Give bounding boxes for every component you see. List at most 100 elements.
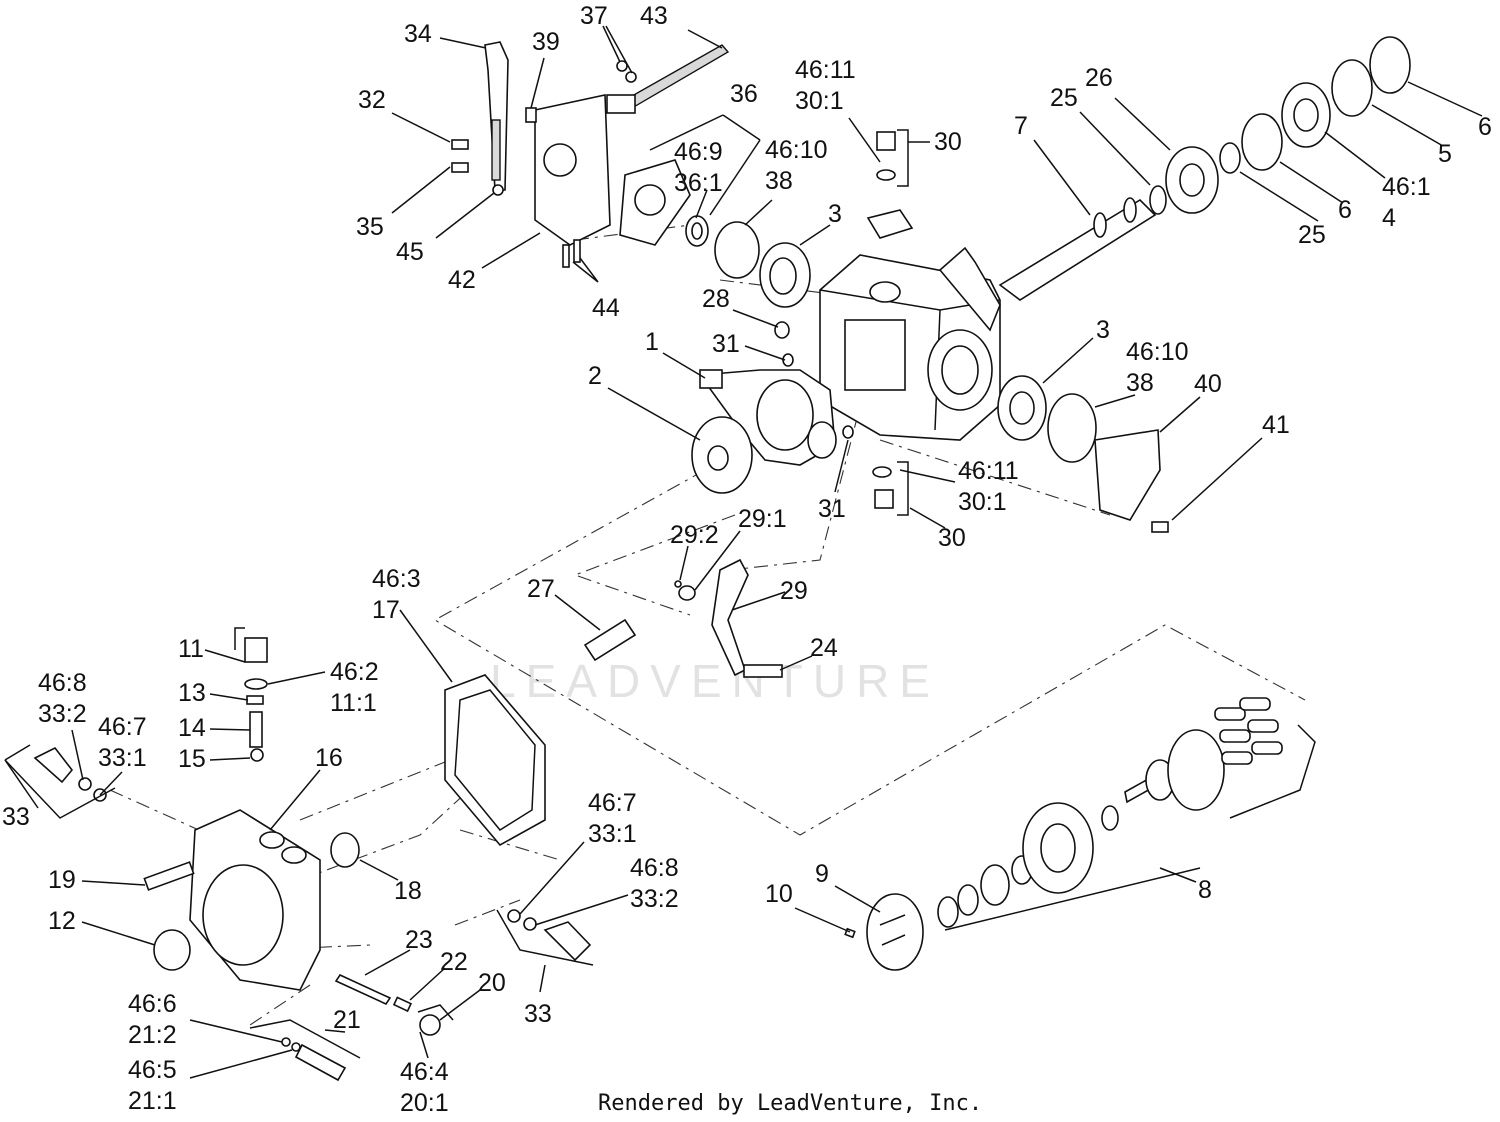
bolt-35 <box>451 162 469 173</box>
callout-line: 5 <box>1438 140 1452 168</box>
seal-46-9 <box>685 215 709 247</box>
callout-line: 37 <box>580 2 608 30</box>
callout-c28: 28 <box>702 285 730 313</box>
callout-c45: 45 <box>396 238 424 266</box>
callout-c27: 27 <box>527 575 555 603</box>
input-shaft-7 <box>998 197 1157 301</box>
plug-11 <box>234 627 268 663</box>
callout-line: 10 <box>765 880 793 908</box>
callout-c44: 44 <box>592 294 620 322</box>
watermark-text: LEADVENTURE <box>490 655 940 707</box>
callout-line: 44 <box>592 294 620 322</box>
bolt-41 <box>1151 521 1169 533</box>
spring-27 <box>583 618 637 662</box>
callout-c29_1: 29:1 <box>738 505 787 533</box>
callout-c26: 26 <box>1085 64 1113 92</box>
callout-line: 29 <box>780 577 808 605</box>
callout-c32: 32 <box>358 86 386 114</box>
callout-c25b: 25 <box>1298 221 1326 249</box>
callout-c35: 35 <box>356 213 384 241</box>
callout-line: 1 <box>645 328 659 356</box>
bearing-3-right <box>997 375 1047 441</box>
callout-c22: 22 <box>440 948 468 976</box>
callout-c31a: 31 <box>712 330 740 358</box>
callout-line: 43 <box>640 2 668 30</box>
callout-line: 33:1 <box>588 820 637 848</box>
leader-lines <box>4 25 1483 1079</box>
callout-line: 33:2 <box>38 700 87 728</box>
callout-c29_2: 29:2 <box>670 521 719 549</box>
callout-line: 7 <box>1014 112 1028 140</box>
callout-c23: 23 <box>405 926 433 954</box>
callout-line: 23 <box>405 926 433 954</box>
callout-line: 34 <box>404 20 432 48</box>
callout-line: 36:1 <box>674 169 723 197</box>
swashplate-1 <box>698 369 837 466</box>
callout-line: 18 <box>394 877 422 905</box>
callout-c15: 15 <box>178 745 206 773</box>
pin-31-bottom <box>842 425 854 439</box>
callout-c8: 8 <box>1198 876 1212 904</box>
callout-line: 27 <box>527 575 555 603</box>
nut-45 <box>492 184 504 196</box>
retaining-ring-6a <box>1241 113 1283 171</box>
callout-c3a: 3 <box>828 200 842 228</box>
plug-30-top <box>876 129 909 187</box>
callout-line: 45 <box>396 238 424 266</box>
callout-line: 22 <box>440 948 468 976</box>
callout-c42: 42 <box>448 266 476 294</box>
callout-c6b: 6 <box>1478 113 1492 141</box>
rotating-group-8 <box>937 697 1316 931</box>
callout-c3b: 3 <box>1096 316 1110 344</box>
callout-c31b: 31 <box>818 495 846 523</box>
callout-c41: 41 <box>1262 411 1290 439</box>
bolt-32 <box>451 139 469 150</box>
callout-line: 26 <box>1085 64 1113 92</box>
callout-line: 19 <box>48 866 76 894</box>
backplate-16 <box>189 809 321 991</box>
callout-line: 38 <box>765 167 793 195</box>
gasket-plate-36 <box>619 159 691 246</box>
callout-c34: 34 <box>404 20 432 48</box>
washer-29-2 <box>674 580 682 588</box>
callout-c30b: 30 <box>938 524 966 552</box>
callout-c36: 36 <box>730 80 758 108</box>
plug-20 <box>417 1004 454 1036</box>
callout-line: 3 <box>828 200 842 228</box>
callout-line: 40 <box>1194 370 1222 398</box>
callout-line: 46:8 <box>630 854 679 882</box>
callout-c14: 14 <box>178 714 206 742</box>
callout-line: 11 <box>178 635 204 663</box>
o-ring-38-right <box>1047 393 1097 463</box>
ball-15 <box>250 748 264 762</box>
spring-22 <box>392 996 413 1013</box>
callout-line: 30:1 <box>958 488 1007 516</box>
bushing-12 <box>153 929 191 971</box>
callout-line: 46:1 <box>1382 173 1431 201</box>
callout-line: 46:5 <box>128 1056 177 1084</box>
bearing-26 <box>1165 146 1219 214</box>
callout-c7: 7 <box>1014 112 1028 140</box>
callout-line: 30:1 <box>795 87 844 115</box>
pump-housing <box>819 246 1001 441</box>
callout-line: 33:1 <box>98 744 147 772</box>
plug-30-bottom <box>872 461 909 516</box>
cable-43 <box>606 44 730 114</box>
trunnion-arm-29 <box>711 558 749 677</box>
callout-c24: 24 <box>810 634 838 662</box>
callout-line: 24 <box>810 634 838 662</box>
callout-line: 35 <box>356 213 384 241</box>
callout-line: 2 <box>588 362 602 390</box>
callout-line: 14 <box>178 714 206 742</box>
screw-39 <box>525 107 537 123</box>
